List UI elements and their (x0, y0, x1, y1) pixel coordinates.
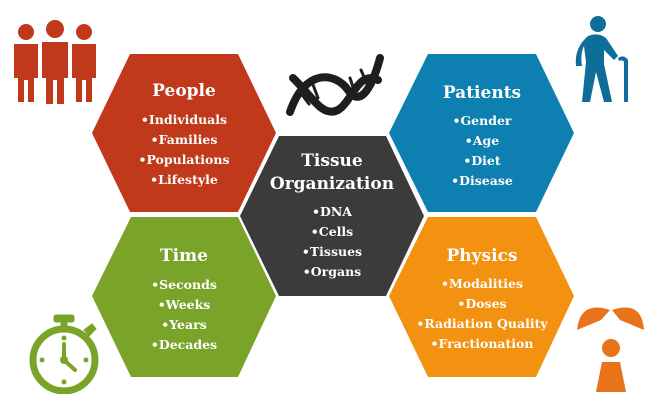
people-item: •Lifestyle (150, 172, 218, 187)
patients-item: •Diet (463, 153, 501, 168)
hexagon-people-shape (92, 54, 276, 212)
patients-item: •Gender (453, 113, 512, 128)
hexagon-physics: Physics •Modalities •Doses •Radiation Qu… (389, 217, 574, 377)
tissue-title-line1: Tissue (301, 151, 363, 171)
hexagon-time-shape (92, 217, 276, 377)
tissue-item: •Cells (311, 224, 353, 239)
patients-item: •Age (465, 133, 499, 148)
time-item: •Decades (151, 337, 217, 352)
people-item: •Populations (138, 152, 229, 167)
radiation-symbol-icon (577, 307, 644, 392)
elderly-person-with-cane-icon (575, 16, 628, 102)
time-item: •Seconds (151, 277, 217, 292)
hexagon-physics-shape (389, 217, 574, 377)
tissue-title-line2: Organization (270, 174, 394, 194)
hexagon-tissue-shape (240, 136, 424, 296)
people-item: •Families (151, 132, 218, 147)
hexagon-patients-shape (389, 54, 574, 212)
physics-item: •Modalities (441, 276, 523, 291)
tissue-item: •Tissues (302, 244, 362, 259)
people-item: •Individuals (141, 112, 227, 127)
people-group-icon (14, 20, 96, 104)
hexagon-people: People •Individuals •Families •Populatio… (92, 54, 276, 212)
dna-helix-icon (286, 54, 384, 116)
patients-title: Patients (443, 83, 521, 103)
hexagon-tissue-organization: Tissue Organization •DNA •Cells •Tissues… (240, 136, 424, 296)
time-item: •Weeks (158, 297, 211, 312)
physics-item: •Doses (457, 296, 506, 311)
physics-title: Physics (447, 246, 518, 266)
stopwatch-icon (29, 314, 99, 394)
people-title: People (152, 81, 216, 101)
tissue-item: •DNA (312, 204, 352, 219)
tissue-item: •Organs (303, 264, 361, 279)
hexagon-time: Time •Seconds •Weeks •Years •Decades (92, 217, 276, 377)
physics-item: •Radiation Quality (416, 316, 548, 331)
time-item: •Years (161, 317, 207, 332)
physics-item: •Fractionation (431, 336, 534, 351)
hexagon-patients: Patients •Gender •Age •Diet •Disease (389, 54, 574, 212)
time-title: Time (160, 246, 208, 266)
patients-item: •Disease (451, 173, 513, 188)
